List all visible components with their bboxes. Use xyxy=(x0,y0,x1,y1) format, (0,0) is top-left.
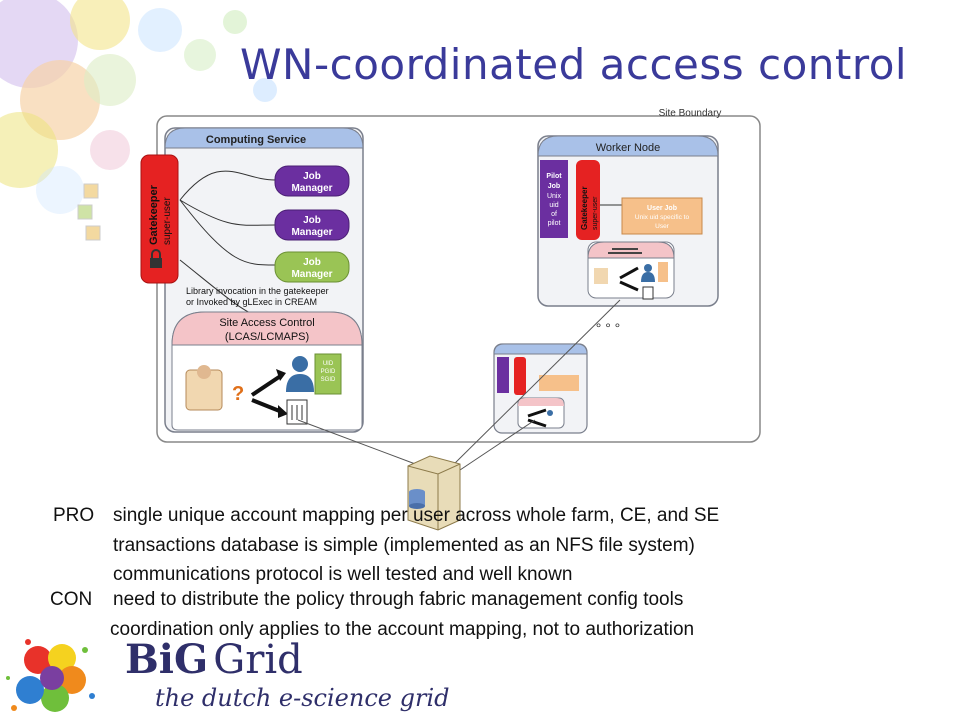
pro-item: single unique account mapping per user a… xyxy=(113,505,720,526)
svg-text:Manager: Manager xyxy=(291,227,332,238)
svg-text:Gatekeeper: Gatekeeper xyxy=(580,186,589,230)
svg-text:or Invoked by gLExec in CREAM: or Invoked by gLExec in CREAM xyxy=(186,297,317,307)
svg-text:Manager: Manager xyxy=(291,269,332,280)
job-manager-3: Job Manager xyxy=(274,251,350,283)
logo-big: BiG xyxy=(125,636,209,683)
logo-grid: Grid xyxy=(213,637,303,683)
svg-text:super-user: super-user xyxy=(592,196,599,230)
more-worker-nodes-ellipsis: ° ° ° xyxy=(596,320,621,336)
svg-text:Worker Node: Worker Node xyxy=(596,142,661,154)
svg-text:pilot: pilot xyxy=(548,220,561,227)
svg-text:Gatekeeper: Gatekeeper xyxy=(148,184,160,245)
svg-text:super-user: super-user xyxy=(162,197,173,245)
svg-text:Library invocation in the gate: Library invocation in the gatekeeper xyxy=(186,286,329,296)
svg-text:User Job: User Job xyxy=(647,205,677,212)
svg-text:Pilot: Pilot xyxy=(546,173,562,180)
logo-wordmark: BiG Grid xyxy=(125,636,303,683)
svg-text:Job: Job xyxy=(303,215,321,226)
con-item: coordination only applies to the account… xyxy=(110,619,695,640)
svg-text:Job: Job xyxy=(548,183,560,190)
logo-tagline: the dutch e-science grid xyxy=(155,684,450,712)
svg-text:Unix: Unix xyxy=(547,193,562,200)
slide-title: WN-coordinated access control xyxy=(240,40,908,89)
job-manager-1: Job Manager xyxy=(274,165,350,197)
pro-label: PRO xyxy=(53,505,95,526)
svg-text:uid: uid xyxy=(549,202,558,209)
svg-text:SGID: SGID xyxy=(321,377,336,383)
pro-item: communications protocol is well tested a… xyxy=(113,564,573,585)
svg-text:UID: UID xyxy=(323,361,334,367)
shared-database-server xyxy=(407,455,461,531)
computing-service-label: Computing Service xyxy=(206,134,306,146)
decorative-bubbles xyxy=(0,0,277,214)
svg-text:PGID: PGID xyxy=(321,369,336,375)
svg-text:of: of xyxy=(551,211,557,218)
big-grid-logo-mark xyxy=(6,639,95,712)
svg-text:Job: Job xyxy=(303,171,321,182)
gatekeeper-bar: Gatekeeper super-user xyxy=(140,154,179,284)
svg-text:?: ? xyxy=(232,383,244,405)
svg-text:Site Access Control: Site Access Control xyxy=(219,317,314,329)
svg-text:Job: Job xyxy=(303,257,321,268)
svg-text:User: User xyxy=(655,223,670,230)
site-access-control: Site Access Control (LCAS/LCMAPS) ? UID … xyxy=(171,311,363,431)
user-icons-side xyxy=(77,183,101,241)
con-label: CON xyxy=(50,589,93,610)
con-item: need to distribute the policy through fa… xyxy=(113,589,684,610)
computing-service: Computing Service Job Manager Job Manage… xyxy=(140,127,364,433)
worker-node-large: Worker Node Pilot Job Unix uid of pilot … xyxy=(537,135,719,307)
svg-text:Manager: Manager xyxy=(291,183,332,194)
svg-text:(LCAS/LCMAPS): (LCAS/LCMAPS) xyxy=(225,331,309,343)
job-manager-2: Job Manager xyxy=(274,209,350,241)
worker-node-small xyxy=(493,343,588,434)
site-boundary-label: Site Boundary xyxy=(659,108,722,119)
svg-text:Unix uid specific to: Unix uid specific to xyxy=(635,214,690,221)
pro-item: transactions database is simple (impleme… xyxy=(113,535,695,556)
